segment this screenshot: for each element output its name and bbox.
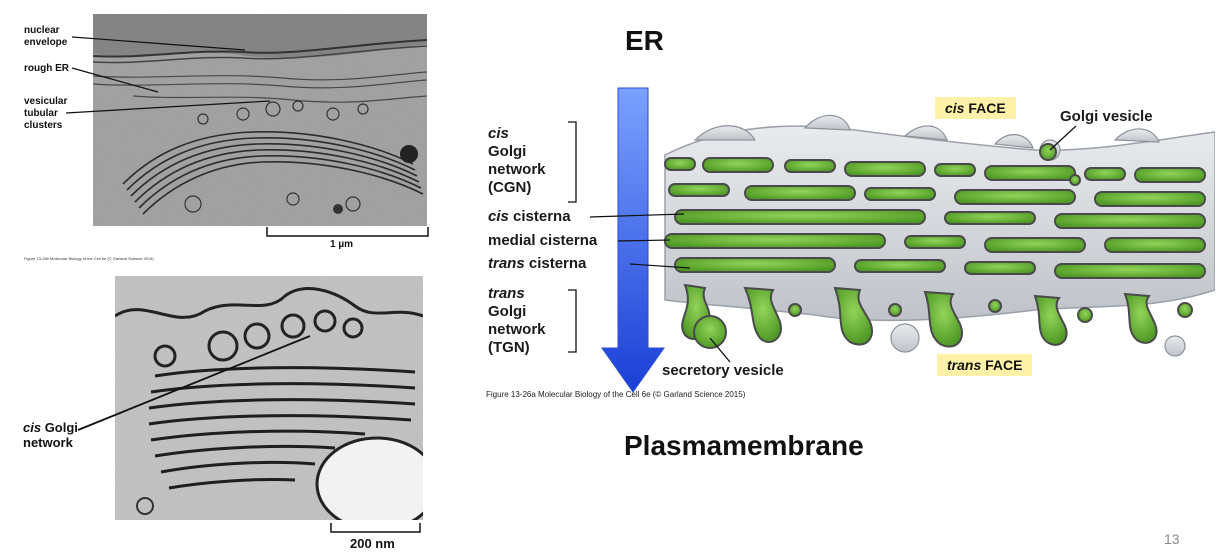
tgn-label: trans Golgi network (TGN) [488, 285, 546, 356]
bottom-micrograph-image [114, 276, 439, 532]
medial-cisterna-label: medial cisterna [488, 232, 598, 249]
top-figure-caption: Figure 13-26b Molecular Biology of the C… [24, 256, 154, 261]
trans-face-label: trans FACE [937, 354, 1033, 376]
cis-face-label: cis FACE [935, 97, 1016, 119]
bottom-scale-label: 200 nm [350, 536, 395, 551]
cis-cisterna-label: cis cisterna [488, 208, 571, 225]
label-cis-golgi-network: cis Golgi network [23, 420, 78, 450]
diagram-figure-caption: Figure 13-26a Molecular Biology of the C… [486, 390, 746, 399]
page-number: 13 [1164, 531, 1180, 547]
bottom-scale-bar [330, 523, 421, 533]
er-to-plasmamembrane-arrow [601, 87, 665, 393]
top-micrograph-image [92, 14, 428, 226]
tgn-bracket [568, 289, 577, 353]
top-micrograph [92, 14, 428, 226]
cgn-bracket [568, 121, 577, 203]
er-label: ER [625, 25, 664, 56]
secretory-vesicle-label: secretory vesicle [662, 362, 784, 379]
bottom-micrograph [114, 276, 439, 532]
label-vesicular-tubular-clusters: vesicular tubular clusters [24, 96, 68, 131]
top-scale-bar [266, 227, 429, 237]
golgi-illustration [664, 114, 1215, 357]
trans-cisterna-label: trans cisterna [488, 255, 587, 272]
top-leader-lines [65, 36, 271, 114]
secretory-vesicle-leader [709, 337, 731, 363]
top-scale-label: 1 µm [330, 239, 353, 250]
label-nuclear-envelope: nuclear envelope [24, 25, 68, 48]
label-rough-er: rough ER [24, 63, 69, 74]
bottom-leader-line [77, 335, 311, 431]
cisterna-leader-lines [589, 213, 691, 269]
label-cis-italic: cis [23, 420, 42, 435]
cgn-label: cis Golgi network (CGN) [488, 125, 546, 196]
golgi-vesicle-leader [1049, 125, 1077, 151]
golgi-vesicle-label: Golgi vesicle [1060, 108, 1153, 125]
plasmamembrane-label: Plasmamembrane [624, 430, 864, 461]
